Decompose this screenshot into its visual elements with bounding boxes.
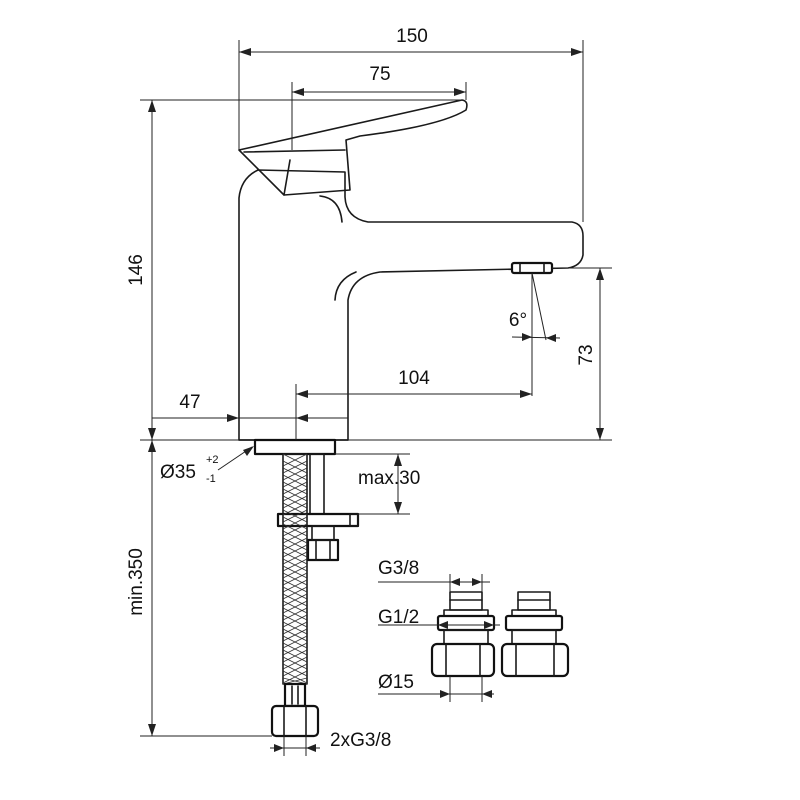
compression-fitting-right — [500, 591, 570, 678]
hose-braid-line — [282, 572, 308, 586]
hose-braid-line — [282, 453, 308, 467]
fitting-thread-bottom: G1/2 — [378, 607, 419, 628]
hose-braid-line — [282, 481, 308, 495]
hose-braid-line — [282, 467, 308, 481]
dim-spout-height: 73 — [576, 344, 597, 365]
hose-braid-line — [282, 621, 308, 635]
dim-hose-connections: 2xG3/8 — [330, 730, 391, 751]
hose-braid-line — [282, 502, 308, 516]
dim-spout-angle: 6° — [509, 310, 527, 331]
hose-braid-line — [282, 460, 308, 474]
braided-hose — [270, 453, 320, 738]
fitting-thread-top: G3/8 — [378, 558, 419, 579]
dim-hole-tol-plus: +2 — [206, 454, 219, 466]
hose-braid-line — [282, 600, 308, 614]
hose-braid-line — [282, 544, 308, 558]
hose-braid-line — [282, 670, 308, 684]
hose-braid-line — [282, 607, 308, 621]
dim-base-offset: 47 — [179, 392, 200, 413]
hose-braid-line — [282, 642, 308, 656]
dim-hose-length: min.350 — [126, 548, 147, 616]
hose-braid-line — [282, 523, 308, 537]
compression-fitting-left — [430, 591, 496, 678]
dim-handle-length: 75 — [369, 64, 390, 85]
hose-braid-line — [282, 537, 308, 551]
hose-braid-line — [282, 635, 308, 649]
fitting-pipe-diameter: Ø15 — [378, 672, 414, 693]
mounting-assembly — [276, 453, 360, 562]
faucet-body — [238, 169, 584, 441]
hose-braid-line — [282, 488, 308, 502]
hose-braid-line — [282, 649, 308, 663]
hose-braid-line — [282, 551, 308, 565]
hose-braid-line — [282, 579, 308, 593]
hose-braid-line — [282, 628, 308, 642]
hose-braid-line — [282, 614, 308, 628]
dimension-lines — [140, 40, 612, 756]
hose-braid-line — [282, 509, 308, 523]
hose-braid-line — [282, 495, 308, 509]
hose-braid-line — [282, 474, 308, 488]
dim-overall-width: 150 — [396, 26, 428, 47]
dim-height: 146 — [126, 254, 147, 286]
hose-braid-line — [282, 586, 308, 600]
dim-hole-tol-minus: -1 — [206, 473, 216, 485]
hose-braid-line — [282, 565, 308, 579]
hose-braid-line — [282, 656, 308, 670]
hose-braid-line — [282, 593, 308, 607]
hose-braid-line — [282, 558, 308, 572]
hose-braid-line — [282, 516, 308, 530]
hose-braid-line — [282, 663, 308, 677]
dim-max-thickness: max.30 — [358, 468, 420, 489]
faucet-base — [238, 438, 349, 456]
hose-braid-line — [282, 530, 308, 544]
dim-hole-diameter: Ø35 — [160, 462, 196, 483]
lever-handle — [238, 99, 468, 196]
dim-spout-reach: 104 — [398, 368, 430, 389]
